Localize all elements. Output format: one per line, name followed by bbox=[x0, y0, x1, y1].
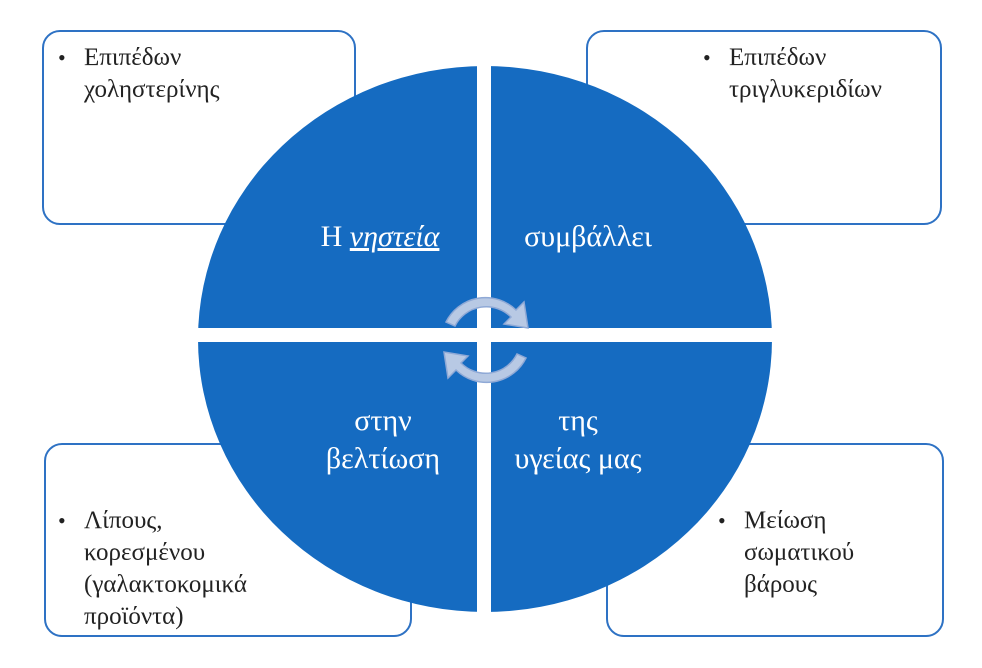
bullet-dot: • bbox=[718, 508, 726, 533]
bullet-item-bottom-right: • Μείωση σωματικού βάρους bbox=[718, 505, 854, 601]
bullet-item-bottom-left: • Λίπους, κορεσμένου (γαλακτοκομικά προϊ… bbox=[58, 505, 247, 633]
quadrant-label-bottom-left: στην βελτίωση bbox=[298, 402, 468, 478]
quadrant-line: βελτίωση bbox=[325, 442, 441, 475]
bullet-dot: • bbox=[703, 45, 711, 70]
quadrant-line: στην bbox=[354, 404, 412, 437]
bullet-line: σωματικού bbox=[744, 539, 855, 566]
bullet-line: τριγλυκεριδίων bbox=[729, 76, 882, 103]
quadrant-emphasis: νηστεία bbox=[349, 220, 440, 253]
horizontal-divider bbox=[198, 328, 772, 342]
bullet-item-top-right: • Επιπέδων τριγλυκεριδίων bbox=[703, 42, 882, 106]
bullet-line: προϊόντα) bbox=[84, 603, 184, 630]
bullet-line: Επιπέδων bbox=[84, 44, 182, 71]
bullet-line: κορεσμένου bbox=[84, 539, 206, 566]
bullet-line: βάρους bbox=[744, 571, 818, 598]
circular-arrows-icon bbox=[443, 296, 529, 384]
bullet-line: Μείωση bbox=[744, 507, 827, 534]
bullet-dot: • bbox=[58, 45, 66, 70]
cycle-diagram bbox=[198, 66, 772, 612]
bullet-line: χοληστερίνης bbox=[84, 76, 220, 103]
quadrant-prefix: Η bbox=[320, 220, 350, 253]
quadrant-line: της bbox=[558, 404, 598, 437]
bullet-line: Λίπους, bbox=[84, 507, 163, 534]
quadrant-line: υγείας μας bbox=[514, 442, 642, 475]
bullet-dot: • bbox=[58, 508, 66, 533]
bullet-item-top-left: • Επιπέδων χοληστερίνης bbox=[58, 42, 220, 106]
bullet-line: Επιπέδων bbox=[729, 44, 827, 71]
quadrant-label-top-left: Η νηστεία bbox=[300, 218, 460, 256]
quadrant-label-bottom-right: της υγείας μας bbox=[478, 402, 678, 478]
quadrant-label-top-right: συμβάλλει bbox=[524, 220, 652, 253]
bullet-line: (γαλακτοκομικά bbox=[84, 571, 247, 598]
